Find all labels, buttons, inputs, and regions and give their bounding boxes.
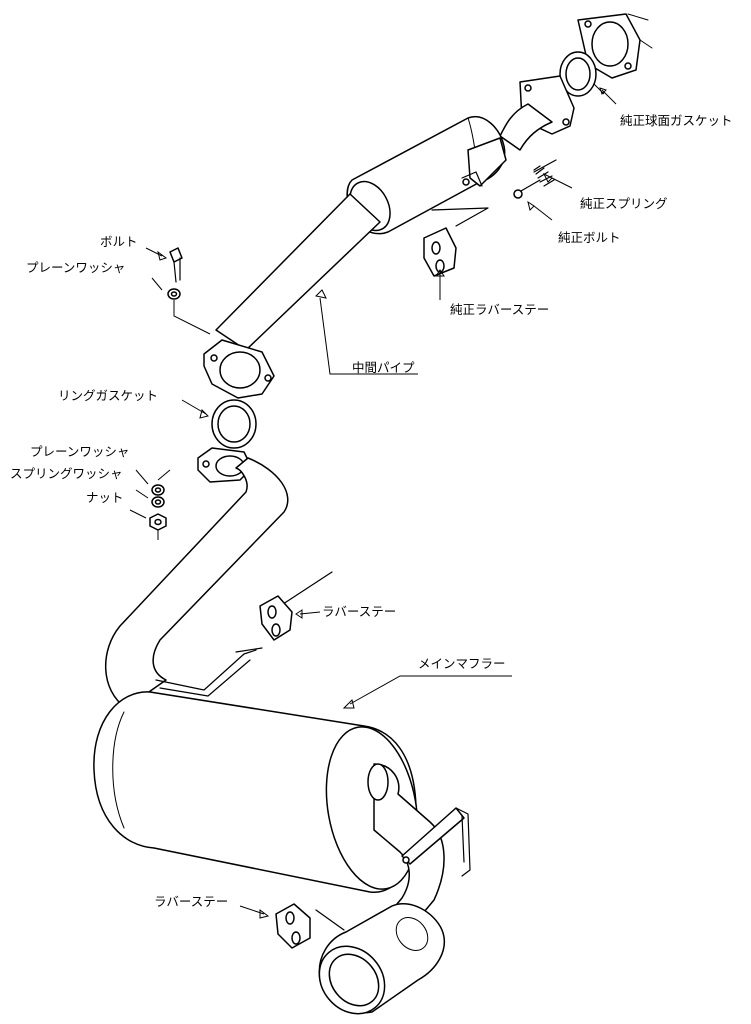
plain-washer-lower-icon <box>151 484 165 496</box>
lower-flange <box>197 447 253 483</box>
main-pipe <box>104 457 289 709</box>
label-main-muffler: メインマフラー <box>418 656 506 671</box>
label-oem-bolt: 純正ボルト <box>558 230 621 245</box>
label-oem-spring: 純正スプリング <box>580 196 668 211</box>
nut-icon <box>149 513 167 531</box>
ring-gasket <box>211 399 257 449</box>
plain-washer-icon <box>167 288 181 300</box>
bolt-icon <box>169 247 183 283</box>
oem-spring-icon <box>533 159 557 187</box>
label-rubber-stay-upper: ラバーステー <box>322 604 396 619</box>
label-oem-ball-gasket: 純正球面ガスケット <box>620 113 733 128</box>
bolt-to-flange-line <box>173 300 211 335</box>
lower-hanger-bracket <box>401 807 471 877</box>
upper-hanger-bar <box>279 571 333 607</box>
leader-lines <box>129 83 617 919</box>
rubber-stay-upper-icon <box>259 595 293 641</box>
nut-axis-line <box>157 469 171 540</box>
lower-hanger-bar <box>315 909 345 931</box>
label-center-pipe: 中間パイプ <box>352 360 415 375</box>
label-rubber-stay-lower: ラバーステー <box>154 894 228 909</box>
upper-hanger-rod <box>155 647 263 697</box>
label-bolt: ボルト <box>100 234 138 249</box>
catalyst-section <box>346 75 575 235</box>
center-pipe <box>203 193 381 399</box>
label-oem-rubber-stay: 純正ラバーステー <box>450 302 549 317</box>
oem-bolt-icon <box>513 179 541 199</box>
oem-hanger-rod <box>431 207 489 227</box>
label-ring-gasket: リングガスケット <box>58 388 158 403</box>
label-plain-washer-top: プレーンワッシャ <box>26 260 125 275</box>
label-spring-washer: スプリングワッシャ <box>10 466 123 481</box>
label-plain-washer-bottom: プレーンワッシャ <box>30 444 129 459</box>
oem-hanger-bracket <box>461 137 507 187</box>
spring-washer-icon <box>151 496 165 508</box>
oem-ball-gasket <box>559 51 597 97</box>
label-nut: ナット <box>86 490 124 505</box>
tail-pipe <box>318 902 446 1015</box>
rubber-stay-lower-icon <box>275 903 311 949</box>
oem-rubber-stay-icon <box>423 227 457 277</box>
